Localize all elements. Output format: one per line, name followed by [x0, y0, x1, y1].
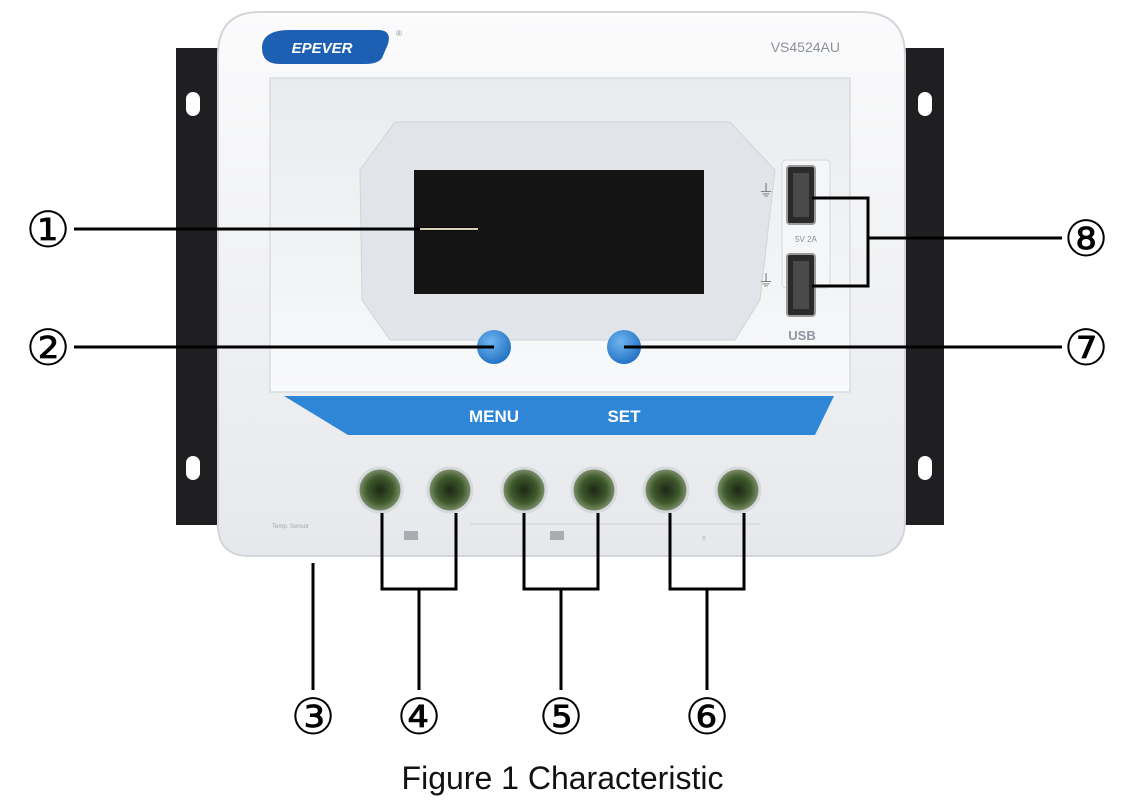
- usb-spec: 5V 2A: [795, 235, 817, 244]
- callout-2: ②: [26, 320, 71, 376]
- callout-5: ⑤: [539, 689, 584, 745]
- set-label: SET: [607, 407, 641, 426]
- svg-text:EPEVER: EPEVER: [292, 40, 353, 57]
- callout-4: ④: [397, 689, 442, 745]
- lamp-icon: ♁: [700, 532, 708, 544]
- terminal-load-negative[interactable]: [716, 468, 760, 512]
- solar-panel-icon: [404, 531, 418, 540]
- svg-text:®: ®: [396, 29, 402, 38]
- usb-label: USB: [788, 328, 815, 343]
- callout-8: ⑧: [1064, 211, 1109, 267]
- model-number: VS4524AU: [771, 39, 840, 55]
- menu-label: MENU: [469, 407, 519, 426]
- epever-logo: EPEVER ®: [262, 29, 402, 64]
- terminal-load-positive[interactable]: [644, 468, 688, 512]
- callout-3: ③: [291, 689, 336, 745]
- figure-caption: Figure 1 Characteristic: [0, 760, 1125, 797]
- terminal-pv-positive[interactable]: [358, 468, 402, 512]
- usb-icon: ⏚: [758, 182, 774, 200]
- battery-icon: [550, 531, 564, 540]
- button-label-band: MENU SET: [284, 396, 834, 435]
- terminal-battery-positive[interactable]: [502, 468, 546, 512]
- usb-icon: ⏚: [758, 272, 774, 290]
- lcd-screen: [414, 170, 704, 294]
- right-mounting-bracket: [900, 48, 944, 525]
- callout-7: ⑦: [1064, 320, 1109, 376]
- callout-1: ①: [26, 202, 71, 258]
- terminal-pv-negative[interactable]: [428, 468, 472, 512]
- left-mounting-bracket: [176, 48, 222, 525]
- temp-sensor-label: Temp. Sensor: [272, 524, 309, 530]
- terminal-battery-negative[interactable]: [572, 468, 616, 512]
- callout-6: ⑥: [685, 689, 730, 745]
